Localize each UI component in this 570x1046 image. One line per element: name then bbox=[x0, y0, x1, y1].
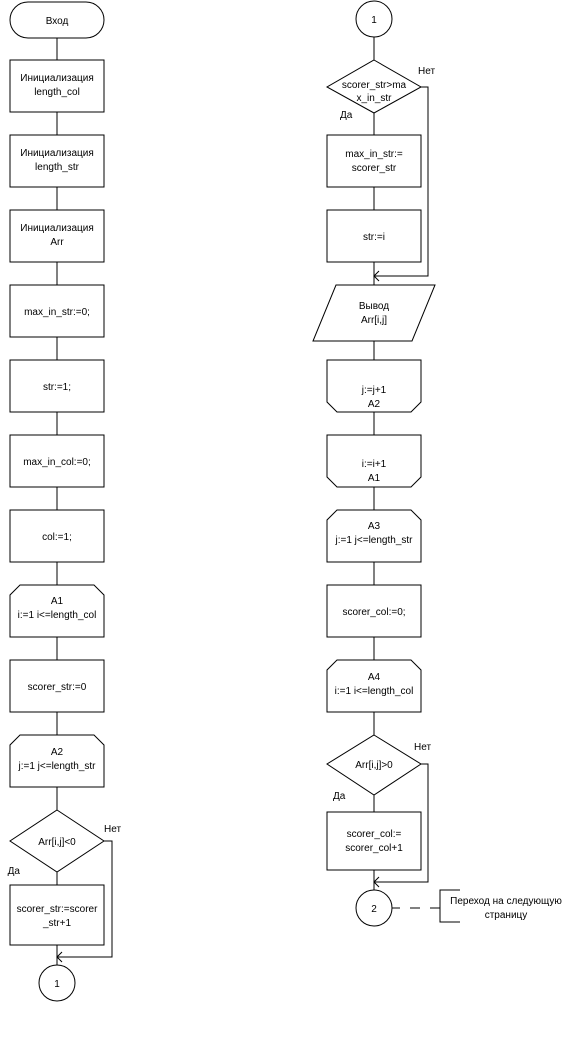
str-block: str:=1; bbox=[9, 359, 105, 413]
connector-1-in: 1 bbox=[355, 0, 393, 38]
svg-text:str:=1;: str:=1; bbox=[43, 382, 71, 393]
svg-text:Вывод: Вывод bbox=[359, 301, 389, 312]
assign-str-block: str:=i bbox=[326, 209, 422, 263]
svg-text:страницу: страницу bbox=[485, 910, 528, 921]
loop-a3-start: A3 j:=1 j<=length_str bbox=[326, 509, 422, 563]
svg-text:max_in_col:=0;: max_in_col:=0; bbox=[23, 457, 91, 468]
col-block: col:=1; bbox=[9, 509, 105, 563]
decision2-no-label: Нет bbox=[414, 742, 431, 753]
connector-2-out: 2 bbox=[355, 889, 393, 927]
svg-text:Инициализация: Инициализация bbox=[20, 223, 93, 234]
svg-text:A1: A1 bbox=[51, 596, 64, 607]
svg-text:Arr[i,j]>0: Arr[i,j]>0 bbox=[355, 760, 393, 771]
max-in-str-block: max_in_str:=0; bbox=[9, 284, 105, 338]
decision1-yes-label: Да bbox=[340, 110, 353, 121]
svg-text:str:=i: str:=i bbox=[363, 232, 385, 243]
svg-text:x_in_str: x_in_str bbox=[356, 93, 392, 104]
assign-max-in-str-block: max_in_str:= scorer_str bbox=[326, 134, 422, 188]
svg-text:A2: A2 bbox=[368, 399, 381, 410]
svg-text:Arr[i,j]<0: Arr[i,j]<0 bbox=[38, 837, 76, 848]
svg-text:Вход: Вход bbox=[46, 16, 69, 27]
loop-a2-end: j:=j+1 A2 bbox=[326, 359, 422, 413]
svg-text:j:=1 j<=length_str: j:=1 j<=length_str bbox=[18, 761, 97, 772]
loop-a1-start: A1 i:=1 i<=length_col bbox=[9, 584, 105, 638]
svg-text:2: 2 bbox=[371, 904, 377, 915]
svg-text:scorer_col+1: scorer_col+1 bbox=[345, 843, 403, 854]
loop-a4-start: A4 i:=1 i<=length_col bbox=[326, 659, 422, 713]
svg-text:1: 1 bbox=[54, 979, 60, 990]
svg-text:max_in_str:=0;: max_in_str:=0; bbox=[24, 307, 90, 318]
svg-text:scorer_col:=: scorer_col:= bbox=[347, 829, 402, 840]
svg-text:scorer_str:=0: scorer_str:=0 bbox=[28, 682, 87, 693]
svg-text:i:=1 i<=length_col: i:=1 i<=length_col bbox=[18, 610, 97, 621]
svg-text:Arr: Arr bbox=[50, 237, 64, 248]
decision-no-label: Нет bbox=[104, 824, 121, 835]
svg-text:Инициализация: Инициализация bbox=[20, 148, 93, 159]
right-flow-lines bbox=[373, 37, 460, 923]
next-page-comment: Переход на следующую страницу bbox=[450, 896, 562, 921]
decision2-yes-label: Да bbox=[333, 791, 346, 802]
svg-text:max_in_str:=: max_in_str:= bbox=[345, 149, 403, 160]
init-length-str-block: Инициализация length_str bbox=[9, 134, 105, 188]
init-length-col-block: Инициализация length_col bbox=[9, 59, 105, 113]
svg-text:scorer_str: scorer_str bbox=[352, 163, 397, 174]
max-in-col-block: max_in_col:=0; bbox=[9, 434, 105, 488]
svg-text:A2: A2 bbox=[51, 747, 64, 758]
svg-text:j:=j+1: j:=j+1 bbox=[361, 385, 387, 396]
decision-max-in-str: scorer_str>ma x_in_str Да Нет bbox=[325, 59, 435, 121]
increment-scorer-str-block: scorer_str:=scorer _str+1 bbox=[9, 884, 105, 946]
loop-a1-end: i:=i+1 A1 bbox=[326, 434, 422, 488]
scorer-col-block: scorer_col:=0; bbox=[326, 584, 422, 638]
svg-text:A3: A3 bbox=[368, 521, 381, 532]
init-arr-block: Инициализация Arr bbox=[9, 209, 105, 263]
svg-text:scorer_str>ma: scorer_str>ma bbox=[342, 80, 407, 91]
loop-a2-start: A2 j:=1 j<=length_str bbox=[9, 734, 105, 788]
svg-text:i:=i+1: i:=i+1 bbox=[362, 459, 387, 470]
svg-text:j:=1 j<=length_str: j:=1 j<=length_str bbox=[335, 535, 414, 546]
svg-text:length_col: length_col bbox=[34, 87, 80, 98]
start-terminator: Вход bbox=[9, 1, 105, 39]
svg-text:i:=1 i<=length_col: i:=1 i<=length_col bbox=[335, 686, 414, 697]
output-parallelogram: Вывод Arr[i,j] bbox=[312, 284, 436, 342]
decision-yes-label: Да bbox=[8, 866, 21, 877]
svg-text:Инициализация: Инициализация bbox=[20, 73, 93, 84]
svg-text:col:=1;: col:=1; bbox=[42, 532, 72, 543]
svg-text:1: 1 bbox=[371, 15, 377, 26]
svg-text:length_str: length_str bbox=[35, 162, 80, 173]
decision-positive: Arr[i,j]>0 Да Нет bbox=[326, 734, 431, 802]
decision1-no-label: Нет bbox=[418, 66, 435, 77]
svg-text:Переход на следующую: Переход на следующую bbox=[450, 896, 562, 907]
scorer-str-block: scorer_str:=0 bbox=[9, 659, 105, 713]
svg-text:scorer_col:=0;: scorer_col:=0; bbox=[342, 607, 405, 618]
svg-text:A1: A1 bbox=[368, 473, 381, 484]
svg-text:scorer_str:=scorer: scorer_str:=scorer bbox=[17, 904, 99, 915]
svg-text:Arr[i,j]: Arr[i,j] bbox=[361, 315, 387, 326]
decision-negative: Arr[i,j]<0 Да Нет bbox=[8, 809, 121, 877]
svg-text:A4: A4 bbox=[368, 672, 381, 683]
connector-1-out: 1 bbox=[38, 964, 76, 1002]
svg-text:_str+1: _str+1 bbox=[42, 918, 72, 929]
increment-scorer-col-block: scorer_col:= scorer_col+1 bbox=[326, 811, 422, 871]
